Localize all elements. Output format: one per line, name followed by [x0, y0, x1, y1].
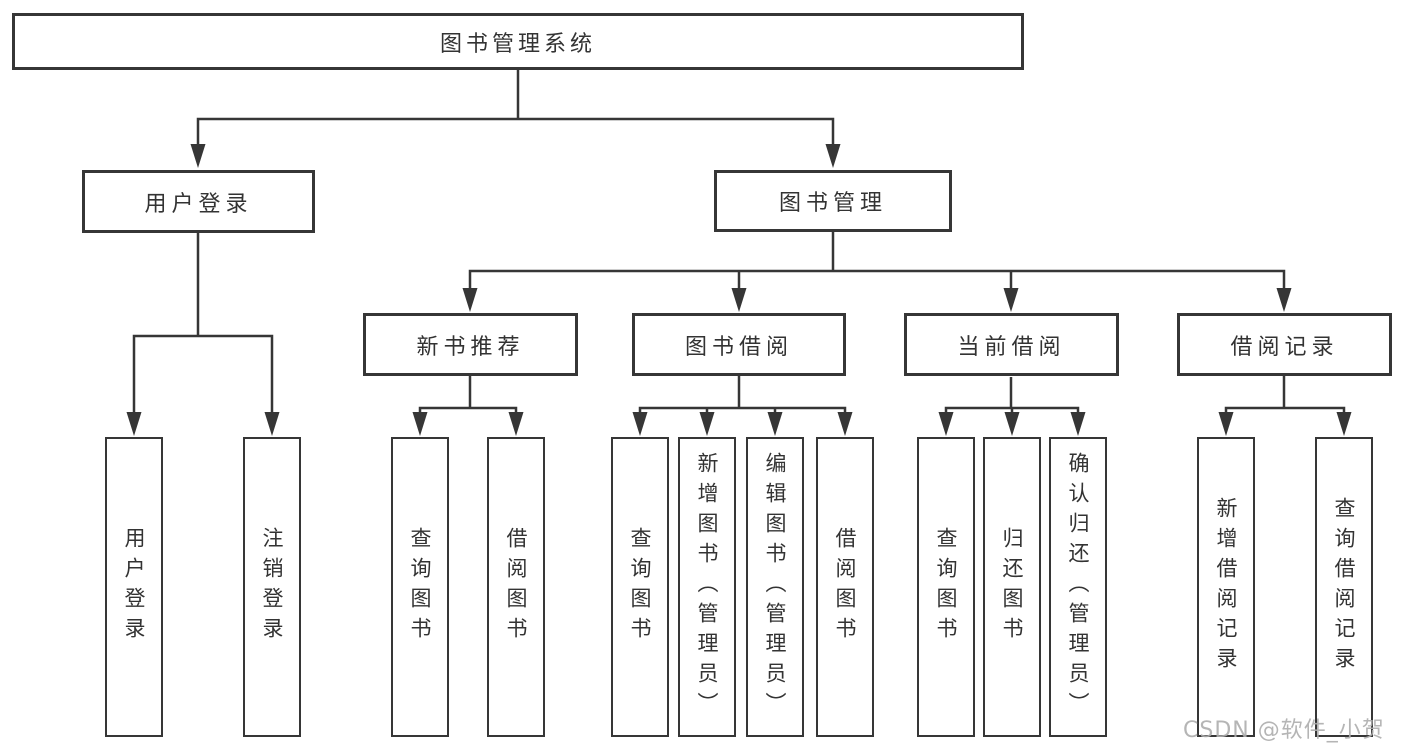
arrowhead	[938, 412, 954, 436]
arrowhead	[632, 412, 648, 436]
leaf-g4-return-books: 归还图书	[983, 437, 1041, 737]
arrowhead	[837, 412, 853, 436]
connector-line	[468, 269, 1286, 294]
arrowhead	[825, 144, 841, 168]
arrowhead	[412, 412, 428, 436]
node-book-management: 图书管理	[714, 170, 952, 232]
connector-line	[638, 406, 847, 420]
arrowhead	[699, 412, 715, 436]
leaf-g3-add-books-admin: 新增图书（管理员）	[678, 437, 736, 737]
arrowhead	[767, 412, 783, 436]
connector-borrow-records-branch	[1218, 376, 1352, 436]
leaf-logout: 注销登录	[243, 437, 301, 737]
leaf-g4-confirm-return-admin: 确认归还（管理员）	[1049, 437, 1107, 737]
arrowhead	[1336, 412, 1352, 436]
csdn-watermark: CSDN @软件_小贺同学	[1183, 718, 1385, 743]
connector-current-borrow-branch	[938, 377, 1086, 436]
arrowhead	[190, 144, 206, 168]
node-book-borrow: 图书借阅	[632, 313, 846, 376]
connector-line	[196, 117, 835, 150]
leaf-g4-query-books: 查询图书	[917, 437, 975, 737]
node-current-borrow: 当前借阅	[904, 313, 1119, 376]
arrowhead	[731, 288, 747, 312]
connector-book-management-to-level3	[462, 232, 1292, 312]
connector-user-login-branch	[126, 233, 280, 436]
leaf-g5-add-borrow-record: 新增借阅记录	[1197, 437, 1255, 737]
arrowhead	[1003, 288, 1019, 312]
node-borrow-records: 借阅记录	[1177, 313, 1392, 376]
node-root-library-management-system: 图书管理系统	[12, 13, 1024, 70]
connector-book-borrow-branch	[632, 376, 853, 436]
leaf-g2-borrow-books: 借阅图书	[487, 437, 545, 737]
connector-line	[1224, 406, 1346, 420]
arrowhead	[1218, 412, 1234, 436]
leaf-g2-query-books: 查询图书	[391, 437, 449, 737]
node-new-book-recommend: 新书推荐	[363, 313, 578, 376]
arrowhead	[126, 412, 142, 436]
arrowhead	[508, 412, 524, 436]
leaf-g3-query-books: 查询图书	[611, 437, 669, 737]
leaf-g3-borrow-books: 借阅图书	[816, 437, 874, 737]
connector-line	[132, 334, 274, 420]
leaf-user-login: 用户登录	[105, 437, 163, 737]
arrowhead	[462, 288, 478, 312]
connector-line	[418, 406, 518, 420]
connector-root-to-level2	[190, 70, 841, 168]
node-user-login: 用户登录	[82, 170, 315, 233]
arrowhead	[1070, 412, 1086, 436]
leaf-g5-query-borrow-record: 查询借阅记录	[1315, 437, 1373, 737]
arrowhead	[1004, 412, 1020, 436]
leaf-g3-edit-books-admin: 编辑图书（管理员）	[746, 437, 804, 737]
arrowhead	[1276, 288, 1292, 312]
arrowhead	[264, 412, 280, 436]
connector-new-book-recommend-branch	[412, 376, 524, 436]
